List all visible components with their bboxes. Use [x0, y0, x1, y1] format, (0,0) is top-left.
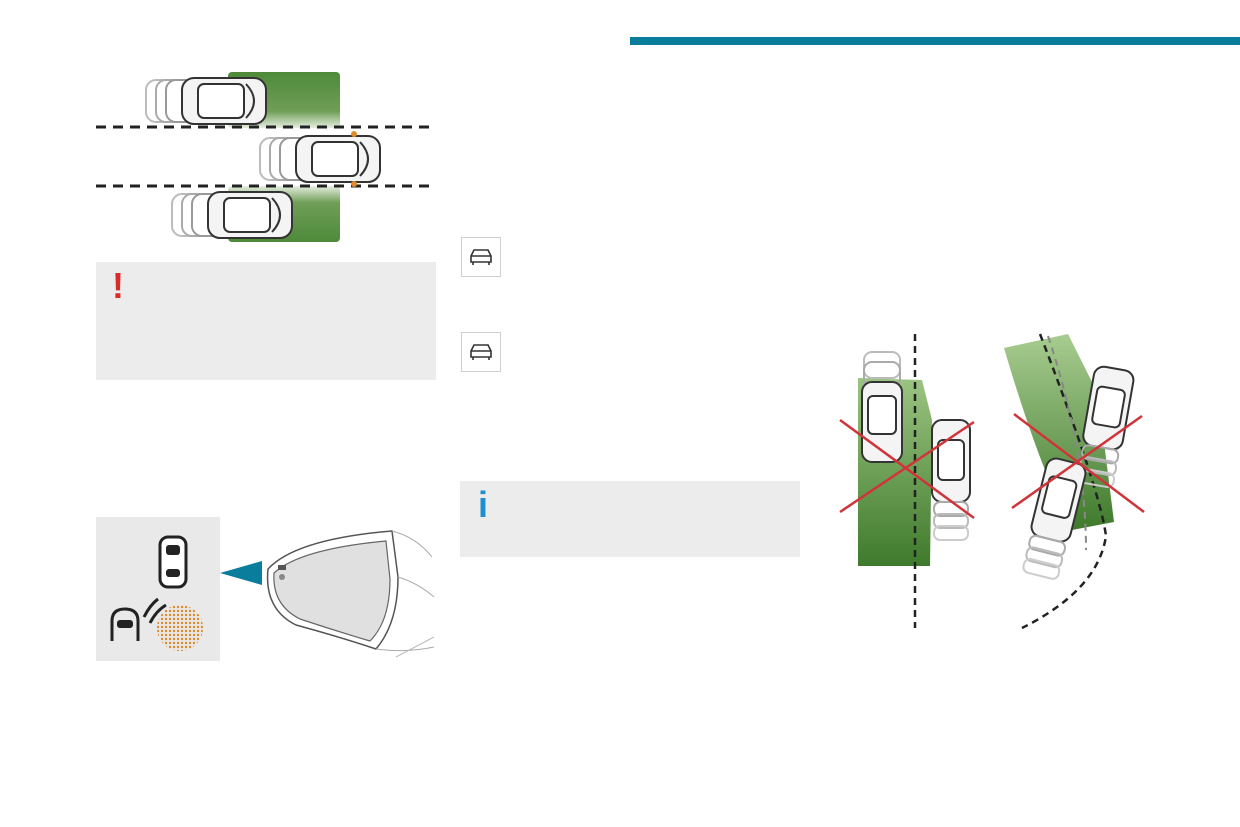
road-edge-curve	[1021, 333, 1108, 630]
section-header-rule	[630, 37, 1240, 45]
not-detected-cross	[839, 418, 975, 520]
detection-zone-curve	[1004, 334, 1114, 530]
detection-zones-figure	[96, 72, 432, 242]
warning-panel	[96, 262, 436, 380]
vehicle-in-zone	[861, 351, 903, 463]
own-vehicle	[259, 131, 381, 187]
side-mirror	[266, 530, 435, 658]
information-icon: i	[478, 484, 489, 525]
undetected-situations-figure	[839, 333, 1145, 630]
mirror-indicator-figure	[110, 530, 435, 658]
car-outline-icon	[461, 237, 501, 277]
indicator-light	[157, 605, 203, 651]
car-rear-icon	[110, 607, 140, 641]
car-outline-icon	[461, 332, 501, 372]
vehicle-on-curve	[1022, 457, 1087, 580]
vehicle-overtaking-upper	[145, 77, 267, 125]
signal-waves-icon	[142, 597, 167, 624]
own-vehicle-curve	[1077, 365, 1135, 489]
info-panel	[460, 481, 800, 557]
exclamation-icon: !	[112, 265, 124, 306]
car-front-icon	[158, 535, 188, 589]
not-detected-cross	[1011, 413, 1145, 513]
vehicle-overtaking-lower	[171, 191, 293, 239]
callout-pointer	[220, 561, 262, 585]
